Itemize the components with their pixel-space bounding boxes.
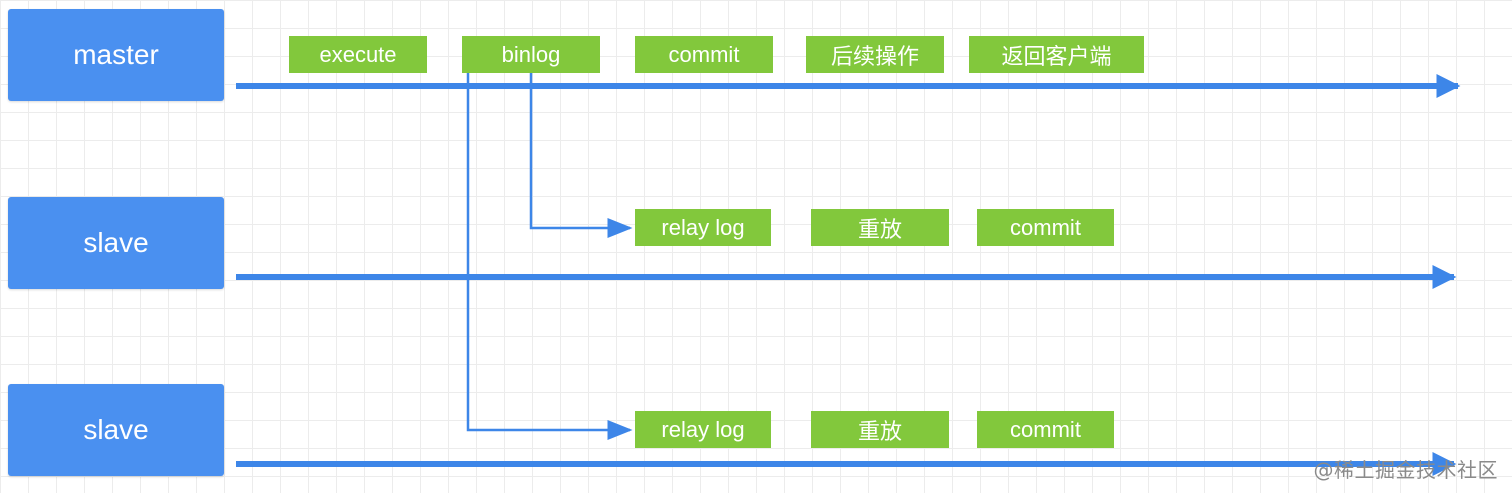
binlog-to-slave-1-connector xyxy=(529,72,633,238)
master-step-follow-up: 后续操作 xyxy=(806,36,944,73)
slave-2-step-relay-log: relay log xyxy=(635,411,771,448)
slave-node-2: slave xyxy=(8,384,224,476)
slave-1-step-replay: 重放 xyxy=(811,209,949,246)
slave-2-step-replay: 重放 xyxy=(811,411,949,448)
binlog-to-slave-2-connector xyxy=(466,72,633,440)
master-node: master xyxy=(8,9,224,101)
watermark-text: @稀土掘金技术社区 xyxy=(1313,458,1498,482)
master-step-execute: execute xyxy=(289,36,427,73)
slave-1-step-relay-log: relay log xyxy=(635,209,771,246)
slave-node-1: slave xyxy=(8,197,224,289)
master-step-return-client: 返回客户端 xyxy=(969,36,1144,73)
slave-1-step-commit: commit xyxy=(977,209,1114,246)
master-step-commit: commit xyxy=(635,36,773,73)
master-step-binlog: binlog xyxy=(462,36,600,73)
slave-2-step-commit: commit xyxy=(977,411,1114,448)
